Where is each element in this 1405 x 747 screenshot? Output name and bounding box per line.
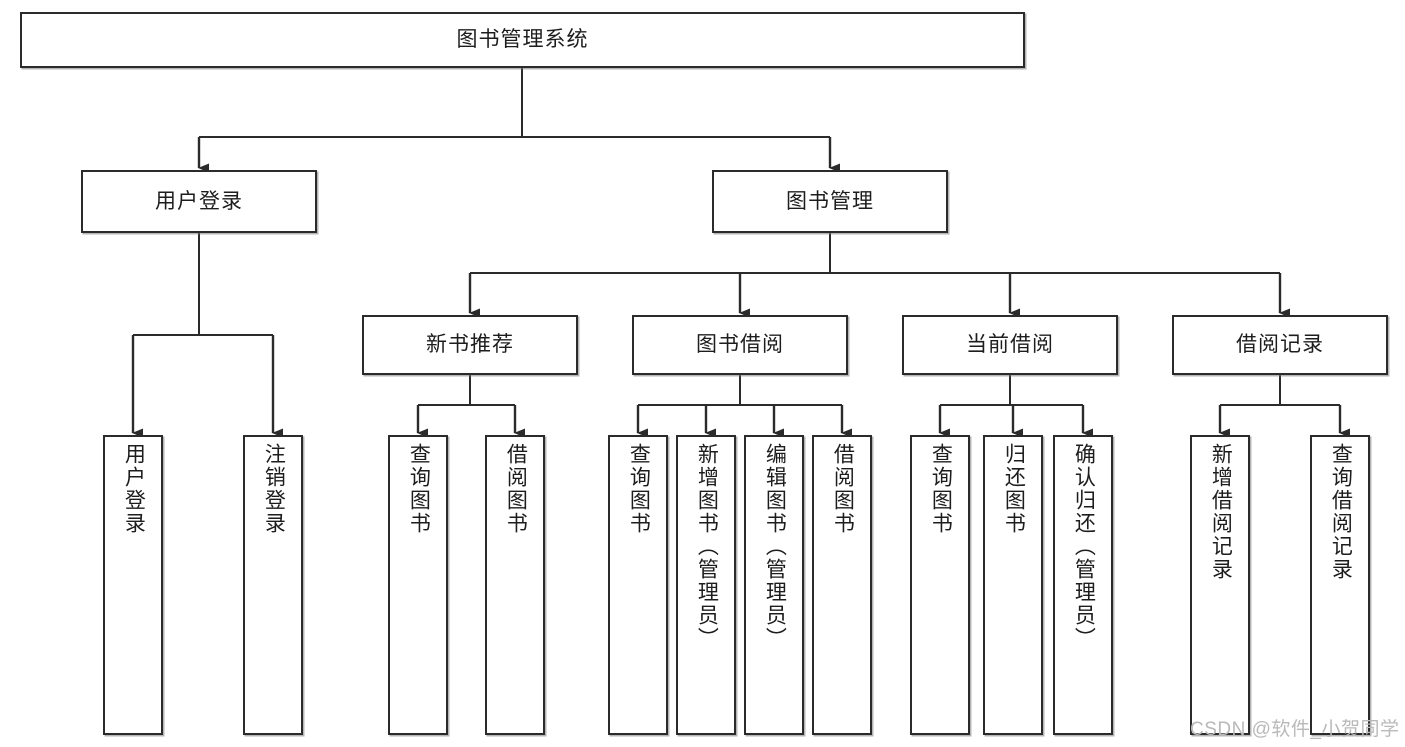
node-label: 编辑图书（管理员） bbox=[763, 443, 787, 650]
node-leaf-borrow-book-recommend[interactable]: 借阅图书 bbox=[485, 435, 545, 735]
node-label: 图书管理 bbox=[786, 189, 874, 213]
node-leaf-add-book-admin[interactable]: 新增图书（管理员） bbox=[676, 435, 736, 735]
node-leaf-user-logout[interactable]: 注销登录 bbox=[243, 435, 303, 735]
node-label: 图书管理系统 bbox=[456, 28, 589, 52]
node-label: 查询图书 bbox=[929, 443, 953, 535]
node-leaf-user-login[interactable]: 用户登录 bbox=[103, 435, 163, 735]
node-label: 借阅记录 bbox=[1236, 333, 1324, 357]
node-root-图书管理系统[interactable]: 图书管理系统 bbox=[20, 12, 1025, 68]
node-current-borrow[interactable]: 当前借阅 bbox=[902, 315, 1118, 375]
node-user-login[interactable]: 用户登录 bbox=[81, 170, 317, 233]
node-label: 新增图书（管理员） bbox=[695, 443, 719, 650]
node-leaf-query-borrow-record[interactable]: 查询借阅记录 bbox=[1310, 435, 1370, 735]
node-book-manage[interactable]: 图书管理 bbox=[712, 170, 948, 233]
node-label: 当前借阅 bbox=[966, 333, 1054, 357]
node-new-book-recommend[interactable]: 新书推荐 bbox=[362, 315, 578, 375]
node-leaf-query-book-current[interactable]: 查询图书 bbox=[910, 435, 970, 735]
node-leaf-query-book-recommend[interactable]: 查询图书 bbox=[388, 435, 448, 735]
node-book-borrow[interactable]: 图书借阅 bbox=[632, 315, 848, 375]
node-label: 归还图书 bbox=[1002, 443, 1026, 535]
node-label: 借阅图书 bbox=[504, 443, 528, 535]
node-label: 注销登录 bbox=[262, 443, 286, 535]
node-leaf-add-borrow-record[interactable]: 新增借阅记录 bbox=[1190, 435, 1250, 735]
node-label: 借阅图书 bbox=[831, 443, 855, 535]
node-leaf-confirm-return-admin[interactable]: 确认归还（管理员） bbox=[1053, 435, 1113, 735]
node-label: 用户登录 bbox=[122, 443, 146, 535]
node-leaf-borrow-book[interactable]: 借阅图书 bbox=[812, 435, 872, 735]
node-leaf-edit-book-admin[interactable]: 编辑图书（管理员） bbox=[744, 435, 804, 735]
node-leaf-query-book-borrow[interactable]: 查询图书 bbox=[608, 435, 668, 735]
node-label: 新增借阅记录 bbox=[1209, 443, 1233, 581]
node-leaf-return-book[interactable]: 归还图书 bbox=[983, 435, 1043, 735]
node-label: 用户登录 bbox=[155, 189, 243, 213]
node-label: 图书借阅 bbox=[696, 333, 784, 357]
watermark-label: CSDN @软件_小贺同学 bbox=[1190, 719, 1400, 740]
node-label: 查询图书 bbox=[627, 443, 651, 535]
connector-lines bbox=[131, 68, 1350, 438]
node-borrow-record[interactable]: 借阅记录 bbox=[1172, 315, 1388, 375]
node-label: 新书推荐 bbox=[426, 333, 514, 357]
node-label: 确认归还（管理员） bbox=[1072, 443, 1096, 650]
node-label: 查询借阅记录 bbox=[1329, 443, 1353, 581]
node-label: 查询图书 bbox=[407, 443, 431, 535]
